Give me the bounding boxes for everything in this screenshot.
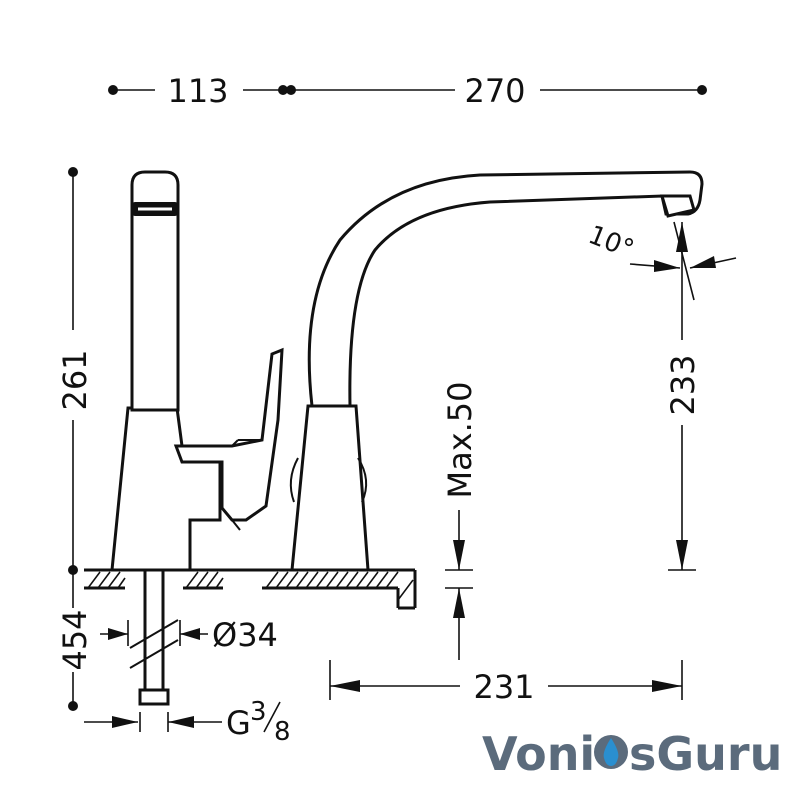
angle-dimension: 10° [584,220,737,301]
dim-233-label: 233 [664,354,702,415]
logo-text-part2: sGuru [629,727,782,781]
dim-231-label: 231 [473,668,534,706]
dim-113-label: 113 [167,72,228,110]
connection-dimension: G 3 8 [84,697,291,747]
logo-text-part1: Voni [482,727,595,781]
front-view-mixer [289,170,704,572]
dim-connection-num: 3 [250,697,267,727]
max-deck-dimension: Max.50 [441,381,479,660]
reach-dimension: 231 [329,660,683,706]
countertop-section [84,568,417,610]
dim-max50-label: Max.50 [441,381,479,498]
vonios-guru-logo: Voni sGuru [482,727,782,781]
spout-height-dimension: 233 [664,222,702,571]
dim-connection-prefix: G [226,704,251,742]
dim-270-label: 270 [464,72,525,110]
dim-261-label: 261 [56,349,94,410]
dim-angle-label: 10° [584,220,638,265]
left-dimension: 261 454 [56,167,94,711]
side-view-mixer [110,170,284,706]
dim-454-label: 454 [56,609,94,670]
dim-hole-label: Ø34 [212,616,278,654]
dim-connection-den: 8 [274,717,291,747]
top-dimension: 113 270 [108,72,707,110]
water-drop-icon [594,735,628,769]
hole-diameter-dimension: Ø34 [100,616,278,654]
